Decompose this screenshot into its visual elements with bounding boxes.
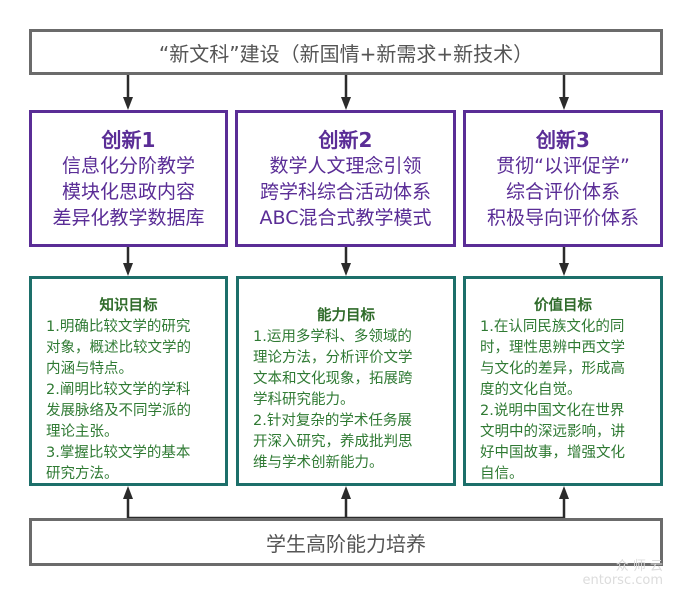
innovation-title: 创新2 (318, 127, 373, 152)
arrowhead-down (559, 97, 569, 110)
arrowhead-down (341, 97, 351, 110)
innovation-line: 差异化教学数据库 (52, 206, 205, 229)
goal-line: 1.明确比较文学的研究 (46, 319, 191, 335)
innovation-line: 积极导向评价体系 (486, 206, 639, 229)
goal-line: 1.运用多学科、多领域的 (253, 329, 412, 345)
arrowhead-up (123, 486, 133, 499)
arrowhead-down (123, 97, 133, 110)
goal-box-value: 价值目标 1.在认同民族文化的同 时，理性思辨中西文学 与文化的差异，形成高 度… (463, 276, 663, 486)
goal-line: 文明中的深远影响，讲 (480, 424, 625, 440)
goal-line: 2.说明中国文化在世界 (480, 403, 625, 419)
innovation-box-2: 创新2 数学人文理念引领 跨学科综合活动体系 ABC混合式教学模式 (235, 110, 456, 247)
goal-line: 文本和文化现象，拓展跨 (253, 371, 413, 387)
innovation-line: 数学人文理念引领 (269, 154, 422, 177)
goal-line: 2.针对复杂的学术任务展 (253, 413, 412, 429)
innovation-line: ABC混合式教学模式 (259, 206, 432, 229)
watermark-line-1: 众 师 云 (615, 559, 663, 574)
goal-line: 好中国故事，增强文化 (480, 445, 625, 461)
goal-line: 理论方法，分析评价文学 (253, 350, 413, 366)
arrowhead-down (559, 263, 569, 276)
goal-line: 自信。 (480, 466, 524, 482)
goal-line: 开深入研究，养成批判思 (253, 434, 413, 450)
innovation-title: 创新3 (536, 127, 590, 152)
innovation-line: 贯彻“以评促学” (496, 154, 630, 177)
innovation-line: 综合评价体系 (505, 180, 620, 203)
goal-title: 知识目标 (99, 298, 158, 314)
goal-line: 与文化的差异，形成高 (480, 361, 625, 377)
goal-line: 维与学术创新能力。 (253, 455, 384, 471)
new-liberal-arts-box: “新文科”建设（新国情+新需求+新技术） (29, 29, 663, 75)
arrowhead-up (341, 486, 351, 499)
goal-box-knowledge: 知识目标 1.明确比较文学的研究 对象，概述比较文学的 内涵与特点。 2.阐明比… (29, 276, 228, 486)
innovation-line: 信息化分阶教学 (61, 154, 195, 177)
innovation-box-3: 创新3 贯彻“以评促学” 综合评价体系 积极导向评价体系 (463, 110, 663, 247)
goal-line: 发展脉络及不同学派的 (46, 403, 191, 419)
goal-line: 1.在认同民族文化的同 (480, 319, 625, 335)
watermark: 众 师 云 entorsc.com (583, 560, 663, 588)
goal-title: 价值目标 (534, 298, 592, 314)
student-ability-label: 学生高阶能力培养 (266, 531, 426, 556)
goal-line: 3.掌握比较文学的基本 (46, 445, 191, 461)
goal-line: 学科研究能力。 (253, 392, 355, 408)
watermark-line-2: entorsc.com (582, 573, 663, 588)
goal-line: 理论主张。 (46, 424, 119, 440)
goal-line: 内涵与特点。 (46, 361, 133, 377)
goal-line: 时，理性思辨中西文学 (480, 340, 625, 356)
new-liberal-arts-label: “新文科”建设（新国情+新需求+新技术） (158, 41, 534, 66)
arrowhead-down (341, 263, 351, 276)
innovation-title: 创新1 (101, 127, 156, 152)
goal-line: 度的文化自觉。 (480, 382, 582, 398)
innovation-line: 跨学科综合活动体系 (259, 180, 431, 203)
arrowhead-up (559, 486, 569, 499)
arrowhead-down (123, 263, 133, 276)
goal-line: 研究方法。 (46, 466, 119, 482)
goal-line: 2.阐明比较文学的学科 (46, 382, 191, 398)
innovation-box-1: 创新1 信息化分阶教学 模块化思政内容 差异化教学数据库 (29, 110, 228, 247)
student-ability-box: 学生高阶能力培养 (29, 518, 663, 566)
goal-line: 对象，概述比较文学的 (46, 340, 191, 356)
goal-title: 能力目标 (317, 308, 375, 324)
innovation-line: 模块化思政内容 (61, 180, 195, 203)
goal-box-ability: 能力目标 1.运用多学科、多领域的 理论方法，分析评价文学 文本和文化现象，拓展… (236, 276, 456, 486)
